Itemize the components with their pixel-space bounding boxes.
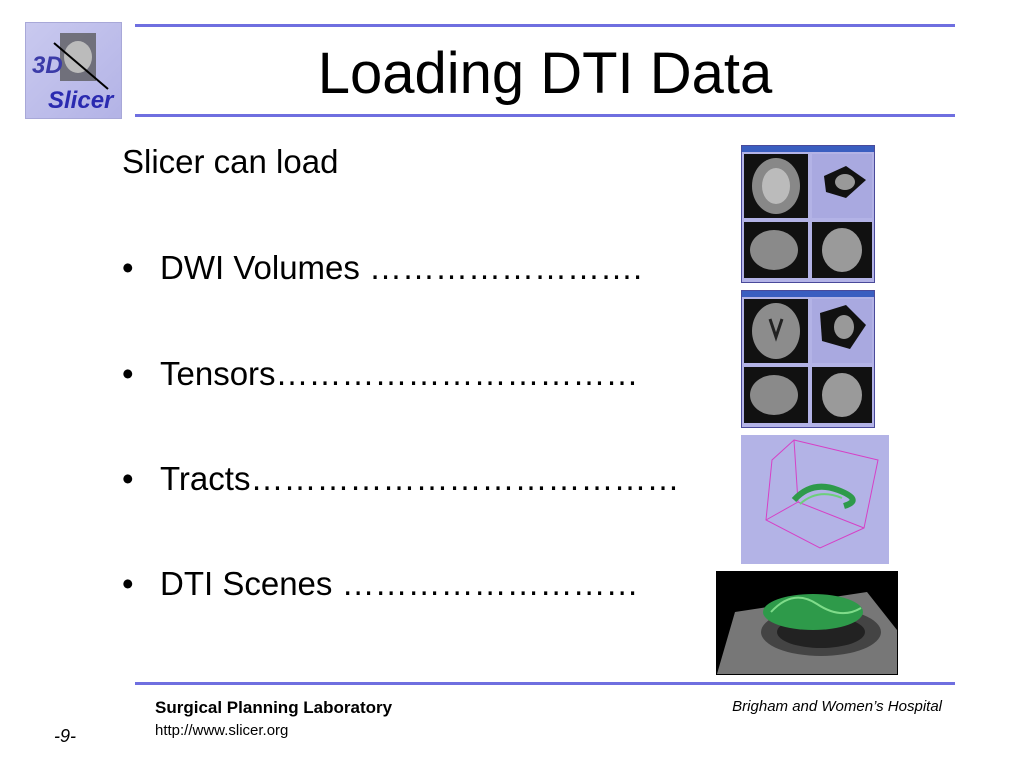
- page-number: -9-: [54, 726, 76, 746]
- dti-scene-screenshot: [716, 571, 898, 675]
- bullet-text: Tracts…………………………………: [160, 460, 680, 497]
- bullet-symbol: •: [122, 355, 134, 392]
- slide-title: Loading DTI Data: [317, 41, 773, 106]
- footer-lab-name: Surgical Planning Laboratory: [155, 698, 393, 717]
- bullet-symbol: •: [122, 249, 134, 286]
- bullet-text: DWI Volumes …………………….: [160, 249, 643, 286]
- logo-text-slicer: Slicer: [48, 87, 115, 114]
- top-rule: [135, 24, 955, 27]
- bullet-tracts: • Tracts…………………………………: [122, 457, 734, 501]
- bullet-dwi-volumes: • DWI Volumes …………………….: [122, 246, 734, 290]
- footer-url[interactable]: http://www.slicer.org: [155, 722, 289, 739]
- bullet-dti-scenes: • DTI Scenes ………………………: [122, 562, 734, 606]
- 3d-slicer-logo: 3D Slicer: [25, 22, 122, 119]
- intro-text: Slicer can load: [122, 143, 339, 180]
- bullet-tensors: • Tensors……………………………: [122, 352, 734, 396]
- title-rule: [135, 114, 955, 117]
- dwi-volumes-screenshot: [741, 145, 875, 283]
- footer-rule: [135, 682, 955, 685]
- bullet-text: Tensors……………………………: [160, 355, 639, 392]
- bullet-symbol: •: [122, 565, 134, 602]
- tracts-screenshot: [741, 435, 889, 564]
- bullet-symbol: •: [122, 460, 134, 497]
- logo-text-3d: 3D: [32, 52, 63, 79]
- bullet-text: DTI Scenes ………………………: [160, 565, 639, 602]
- footer-hospital: Brigham and Women’s Hospital: [732, 698, 942, 715]
- tensors-screenshot: [741, 290, 875, 428]
